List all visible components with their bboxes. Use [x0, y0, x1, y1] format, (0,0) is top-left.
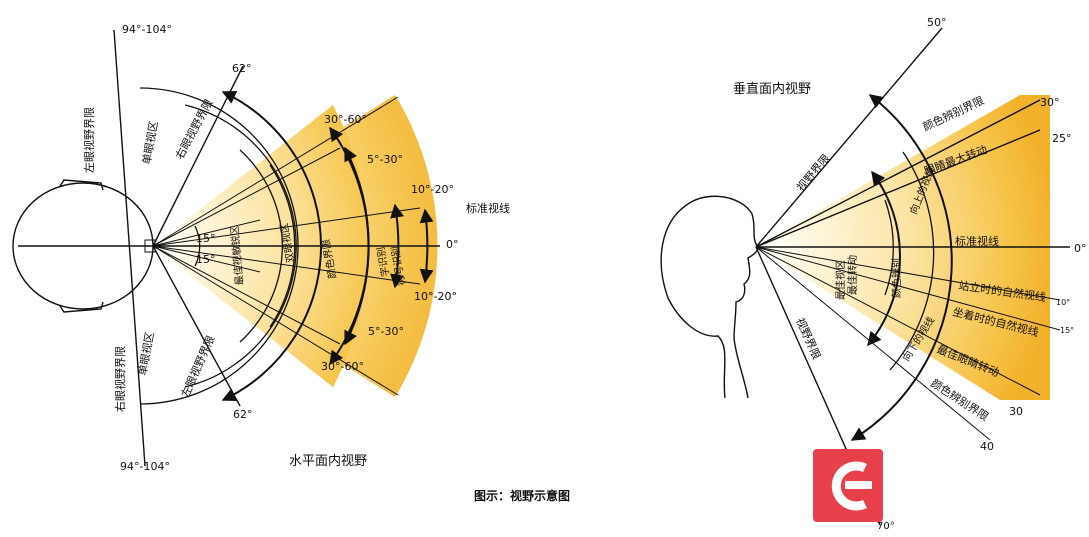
brand-logo [813, 449, 883, 522]
label-standard-line-h: 标准视线 [466, 201, 510, 215]
angle-30-60-top: 30°-60° [324, 113, 367, 126]
angle-40: 40 [980, 440, 994, 453]
angle-30-bottom: 30 [1009, 405, 1023, 418]
label-vision-limit-bottom: 视野界限 [793, 316, 824, 362]
label-standard-line-v: 标准视线 [955, 234, 999, 248]
v-line-50 [755, 27, 943, 248]
label-mono-zone-top: 单眼视区 [139, 120, 160, 166]
v-line-10 [755, 246, 1061, 301]
caption: 图示：视野示意图 [474, 488, 570, 503]
limit-line-94 [113, 29, 146, 467]
horizontal-title: 水平面内视野 [289, 453, 367, 469]
angle-94-top: 94°-104° [122, 23, 172, 36]
v-line-15 [755, 246, 1061, 331]
horizontal-view: 94°-104° 94°-104° 62° 62° 30°-60° 30°-60… [12, 23, 510, 473]
angle-25: 25° [1052, 132, 1072, 145]
label-left-eye-limit: 左眼视野界限 [82, 107, 96, 173]
angle-10: 10° [1056, 298, 1070, 307]
angle-10-20-bottom: 10°-20° [414, 290, 457, 303]
angle-5-30-bottom: 5°-30° [368, 325, 404, 338]
angle-0-v: 0° [1074, 242, 1087, 255]
angle-30-top: 30° [1040, 96, 1060, 109]
label-right-eye-limit: 右眼视野界限 [113, 346, 127, 412]
label-vision-limit-top: 视野界限 [794, 151, 833, 194]
angle-62-bottom: 62° [233, 408, 253, 421]
vertical-title: 垂直面内视野 [733, 81, 811, 97]
angle-15-top: 15° [196, 232, 216, 245]
angle-15-bottom: 15° [196, 253, 216, 266]
ear-left [59, 179, 104, 191]
angle-0-h: 0° [446, 238, 459, 251]
label-color-discrimination: 颜色辨别 [890, 258, 903, 298]
ear-right [59, 301, 104, 313]
label-left-eye-limit-inner: 左眼视野界限 [178, 333, 218, 399]
label-optimal-zone: 最佳视区 [834, 260, 847, 300]
angle-15: 15° [1060, 326, 1074, 335]
v-line-30-top [755, 99, 1041, 248]
angle-62-top: 62° [232, 62, 252, 75]
v-line-25-top [755, 129, 1041, 248]
angle-94-bottom: 94°-104° [120, 460, 170, 473]
v-line-30-bottom [755, 246, 1041, 396]
arc-monocular [221, 91, 322, 401]
label-mono-zone-bottom: 单眼视区 [135, 331, 156, 377]
angle-10-20-top: 10°-20° [411, 183, 454, 196]
head-profile [660, 195, 759, 399]
angle-30-60-bottom: 30°-60° [321, 360, 364, 373]
angle-70: 70° [877, 521, 895, 532]
label-optimal-rotation: 最佳转动 [846, 255, 859, 295]
angle-5-30-top: 5°-30° [367, 153, 403, 166]
label-right-eye-limit-inner: 右眼视野界限 [172, 97, 215, 162]
angle-50: 50° [927, 16, 947, 29]
